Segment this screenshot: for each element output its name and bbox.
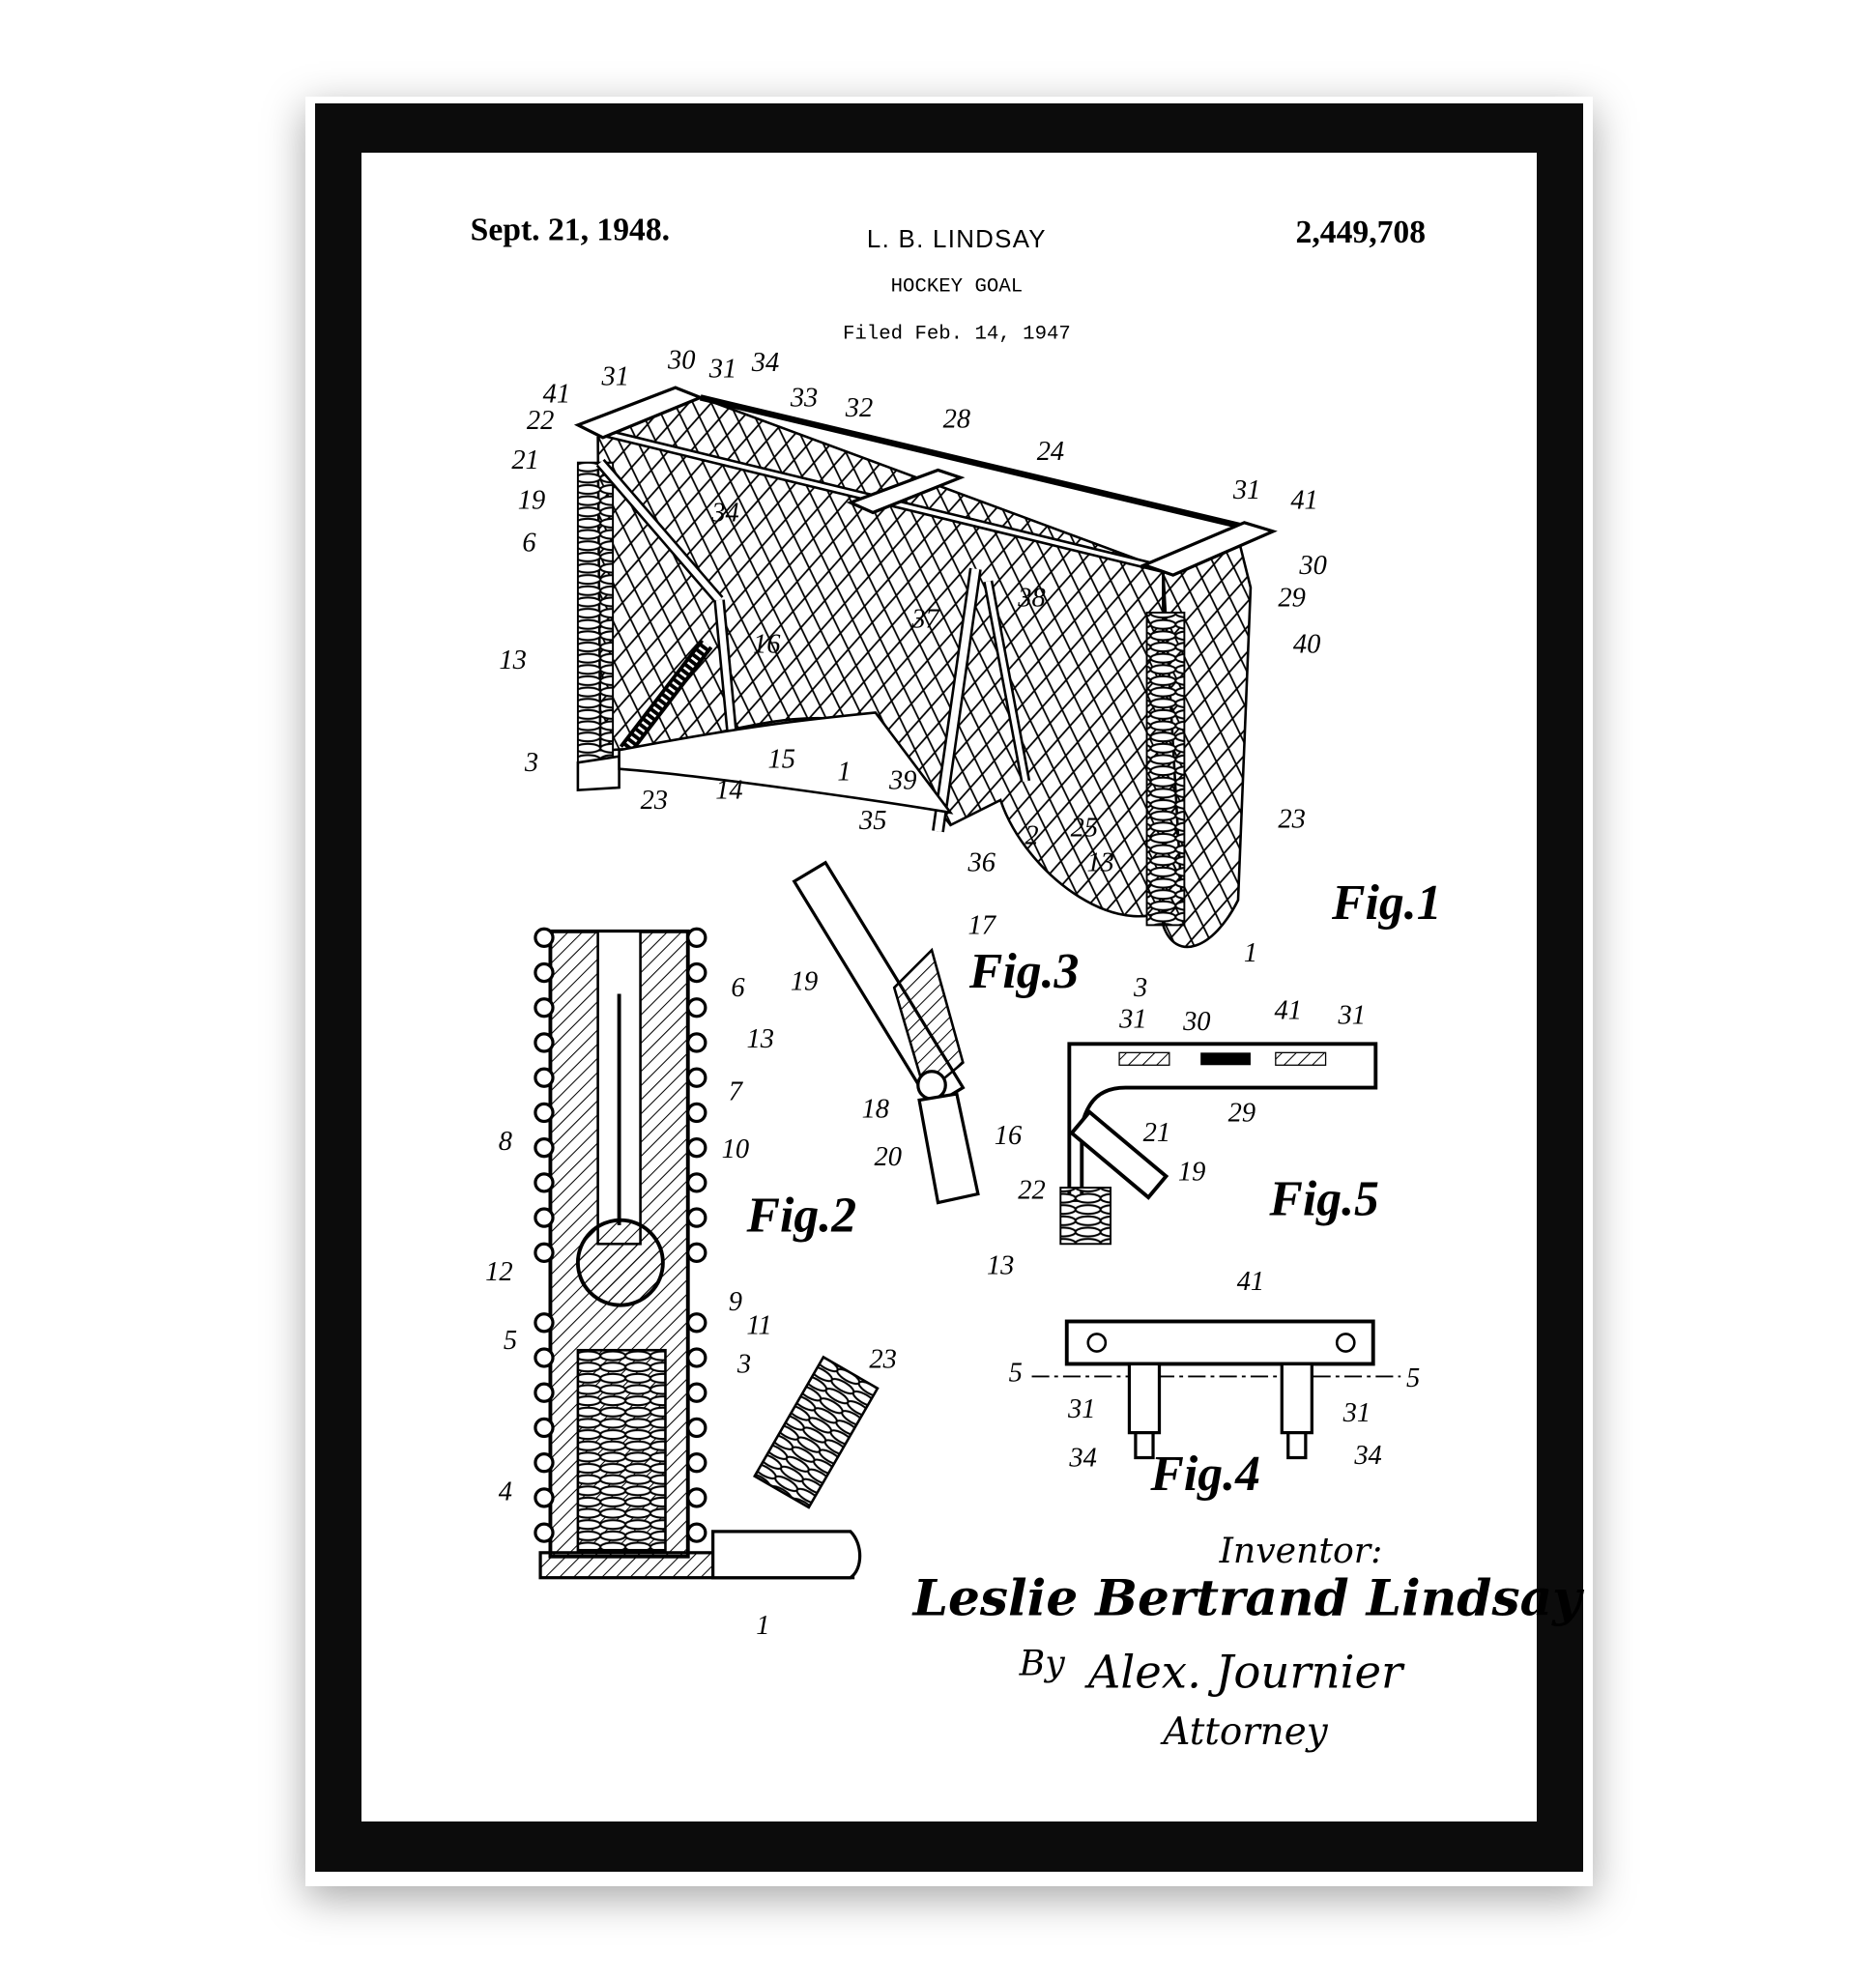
figure-4-crossbar [1031, 1319, 1401, 1460]
reference-numeral: 3 [1133, 973, 1147, 1003]
reference-numeral: 24 [1037, 437, 1064, 467]
figure-2-section [534, 927, 880, 1580]
reference-numeral: 13 [499, 645, 526, 675]
reference-numeral: 15 [768, 744, 795, 774]
inventor-label: Inventor: [1219, 1530, 1383, 1571]
reference-numeral: 22 [1018, 1176, 1045, 1206]
reference-numeral: 16 [753, 629, 781, 659]
reference-numeral: 29 [1278, 583, 1305, 613]
reference-numeral: 1 [756, 1611, 769, 1641]
reference-numeral: 34 [1353, 1441, 1381, 1471]
reference-numeral: 23 [869, 1344, 896, 1374]
reference-numeral: 31 [1342, 1398, 1371, 1428]
reference-numeral: 7 [729, 1076, 744, 1106]
reference-numeral: 14 [715, 776, 742, 806]
inventor-name: Leslie Bertrand Lindsay [911, 1569, 1585, 1628]
reference-numeral: 34 [751, 348, 779, 378]
reference-numeral: 34 [710, 498, 738, 528]
reference-numeral: 30 [667, 346, 695, 376]
reference-numeral: 19 [518, 486, 545, 516]
reference-numeral: 34 [1068, 1444, 1096, 1474]
figure-5-label: Fig.5 [1268, 1172, 1379, 1227]
reference-numeral: 36 [967, 848, 996, 878]
reference-numeral: 29 [1228, 1098, 1255, 1128]
reference-numeral: 1 [1244, 938, 1257, 968]
reference-numeral: 31 [600, 361, 628, 391]
reference-numeral: 30 [1182, 1007, 1210, 1037]
reference-numeral: 25 [1071, 814, 1098, 844]
reference-numeral: 22 [527, 406, 554, 436]
reference-numeral: 8 [499, 1127, 512, 1157]
reference-numeral: 13 [747, 1024, 774, 1054]
reference-numeral: 3 [524, 748, 538, 778]
reference-numeral: 13 [987, 1250, 1014, 1280]
reference-numeral: 5 [504, 1326, 517, 1356]
reference-numeral: 41 [1237, 1267, 1264, 1297]
reference-numeral: 18 [862, 1095, 889, 1125]
reference-numeral: 13 [1086, 848, 1113, 878]
reference-numeral: 31 [1232, 475, 1260, 505]
reference-numeral: 31 [708, 355, 736, 385]
reference-numeral: 30 [1298, 551, 1326, 581]
reference-numeral: 3 [736, 1350, 751, 1380]
reference-numeral: 20 [875, 1142, 902, 1172]
reference-numeral: 41 [1275, 995, 1302, 1025]
reference-numeral: 9 [729, 1287, 742, 1317]
reference-numeral: 21 [1143, 1118, 1170, 1148]
inventor-short-name: L. B. LINDSAY [867, 226, 1047, 253]
reference-numeral: 35 [858, 806, 886, 836]
figure-2-label: Fig.2 [746, 1188, 857, 1243]
attorney-label: Attorney [1160, 1710, 1328, 1754]
figure-4-label: Fig.4 [1149, 1447, 1260, 1502]
figure-5-bracket [1059, 1042, 1378, 1246]
reference-numeral: 40 [1293, 629, 1320, 659]
reference-numeral: 23 [1278, 804, 1305, 834]
reference-numeral: 33 [790, 383, 818, 413]
reference-numeral: 23 [641, 786, 668, 816]
reference-numeral: 31 [1338, 1001, 1366, 1031]
reference-numeral: 32 [845, 393, 873, 423]
by-label: By [1019, 1643, 1066, 1684]
reference-numeral: 39 [888, 765, 916, 795]
reference-numeral: 12 [485, 1257, 512, 1287]
patent-number: 2,449,708 [1296, 215, 1427, 250]
reference-numeral: 17 [968, 910, 997, 940]
reference-numeral: 31 [1067, 1394, 1095, 1424]
reference-numeral: 38 [1017, 583, 1045, 613]
reference-numeral: 19 [1178, 1157, 1205, 1187]
reference-numeral: 4 [499, 1477, 512, 1506]
reference-numeral: 5 [1009, 1359, 1023, 1389]
reference-numeral: 41 [543, 380, 570, 410]
reference-numeral: 10 [722, 1134, 749, 1164]
reference-numeral: 28 [943, 404, 970, 434]
patent-date: Sept. 21, 1948. [471, 212, 670, 247]
reference-numeral: 2 [1025, 820, 1038, 850]
reference-numeral: 37 [910, 604, 940, 634]
reference-numeral: 31 [1118, 1004, 1146, 1034]
reference-numeral: 6 [731, 973, 745, 1003]
attorney-signature: Alex. Journier [1084, 1647, 1405, 1699]
patent-title: HOCKEY GOAL [891, 275, 1024, 298]
filed-date: Filed Feb. 14, 1947 [843, 324, 1071, 346]
reference-numeral: 1 [837, 757, 851, 787]
reference-numeral: 11 [746, 1310, 771, 1340]
reference-numeral: 6 [522, 529, 536, 559]
reference-numeral: 41 [1290, 486, 1317, 516]
figure-3-joint [792, 860, 980, 1205]
reference-numeral: 5 [1406, 1363, 1420, 1393]
reference-numeral: 16 [995, 1121, 1023, 1151]
reference-numeral: 21 [511, 445, 538, 475]
reference-numeral: 19 [791, 967, 818, 997]
figure-1-hockey-goal [573, 386, 1278, 949]
figure-1-label: Fig.1 [1331, 875, 1442, 931]
figure-3-label: Fig.3 [968, 944, 1080, 999]
